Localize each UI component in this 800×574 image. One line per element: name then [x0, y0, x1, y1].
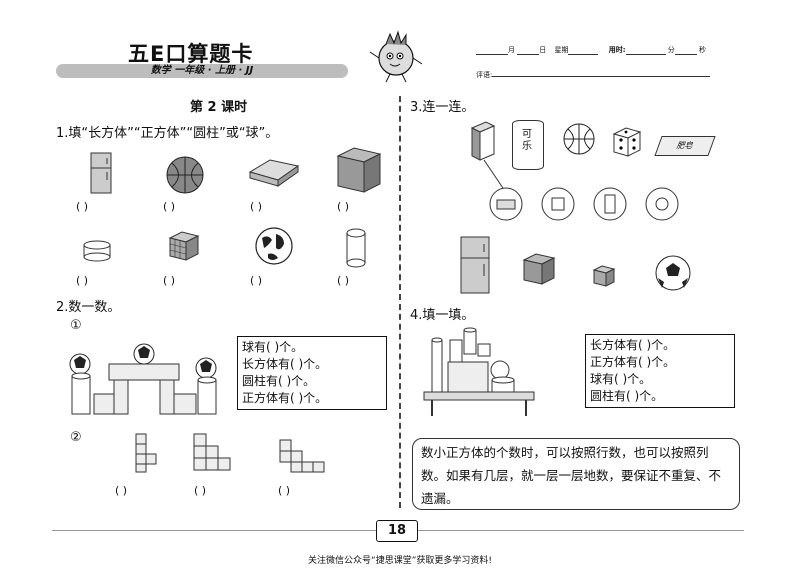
short-cylinder-icon [83, 240, 111, 262]
soap-icon: 肥皂 [654, 136, 716, 156]
table-objects-icon [423, 327, 535, 416]
q1-blank-1[interactable]: ( ) [76, 200, 89, 213]
cube-stack-b-icon [193, 433, 231, 471]
q1-blank-3[interactable]: ( ) [250, 200, 263, 213]
q1-blank-7[interactable]: ( ) [250, 274, 263, 287]
tall-cylinder-icon [346, 228, 366, 268]
fridge-icon [90, 152, 112, 194]
date-time-row: 月 日 星期 用时: 分 秒 [476, 45, 706, 55]
globe-icon [255, 227, 293, 265]
shape-circles [489, 187, 679, 221]
cube-stack-a-icon [135, 433, 157, 473]
subject-grade-bar: 数学 一年级 · 上册 · JJ [56, 64, 348, 78]
q2-cuboid-count[interactable]: 长方体有( )个。 [242, 357, 328, 371]
q4-title: 4.填一填。 [410, 308, 475, 323]
q2-sub1-label: ① [70, 318, 82, 333]
q1-title: 1.填“长方体”“正方体”“圆柱”或“球”。 [56, 126, 279, 141]
q4-cube-count[interactable]: 正方体有( )个。 [590, 355, 676, 369]
lesson-title: 第 2 课时 [190, 100, 248, 115]
basketball-icon [166, 156, 204, 194]
q2-blank-3[interactable]: ( ) [278, 484, 291, 497]
book-icon [470, 121, 496, 161]
flat-box-icon [248, 159, 300, 187]
q1-blank-2[interactable]: ( ) [163, 200, 176, 213]
q2-blank-2[interactable]: ( ) [194, 484, 207, 497]
cube-box-icon [336, 147, 382, 193]
comment-row: 评语: [476, 70, 711, 80]
weekday-label: 星期 [554, 46, 569, 54]
q3-title: 3.连一连。 [410, 100, 475, 115]
comment-label: 评语: [476, 71, 493, 79]
minute-label: 分 [667, 46, 675, 54]
mascot-icon [369, 30, 423, 83]
q2-blank-1[interactable]: ( ) [115, 484, 128, 497]
rubiks-cube-icon [168, 231, 200, 261]
q2-title: 2.数一数。 [56, 300, 121, 315]
q2-cylinder-count[interactable]: 圆柱有( )个。 [242, 374, 316, 388]
q3-ball-icon [563, 123, 595, 155]
q1-blank-6[interactable]: ( ) [163, 274, 176, 287]
brand-title: 五E口算题卡 [128, 42, 254, 66]
soap-label: 肥皂 [675, 141, 695, 150]
q1-blank-4[interactable]: ( ) [337, 200, 350, 213]
month-label: 月 [508, 46, 515, 54]
second-label: 秒 [698, 46, 706, 54]
q2-sub2-label: ② [70, 430, 82, 445]
day-label: 日 [539, 46, 547, 54]
q4-cuboid-count[interactable]: 长方体有( )个。 [590, 338, 676, 352]
soccer-ball-icon [655, 255, 691, 291]
q3-rubiks-cube-icon [592, 265, 616, 287]
time-label: 用时: [608, 46, 626, 54]
dice-icon [612, 127, 642, 157]
q2-count-box: 球有( )个。 长方体有( )个。 圆柱有( )个。 正方体有( )个。 [237, 336, 387, 410]
q4-count-box: 长方体有( )个。 正方体有( )个。 球有( )个。 圆柱有( )个。 [585, 334, 735, 408]
cola-can-icon: 可乐 [512, 120, 544, 170]
q3-cube-box-icon [522, 253, 556, 285]
q2-cube-count[interactable]: 正方体有( )个。 [242, 391, 328, 405]
q1-blank-8[interactable]: ( ) [337, 274, 350, 287]
q2-ball-count[interactable]: 球有( )个。 [242, 340, 304, 354]
cola-can-label: 可乐 [522, 129, 532, 152]
q4-cylinder-count[interactable]: 圆柱有( )个。 [590, 389, 664, 403]
tip-box: 数小正方体的个数时，可以按照行数，也可以按照列数。如果有几层，就一层一层地数，要… [412, 438, 740, 510]
page-number: 18 [376, 520, 418, 542]
q1-blank-5[interactable]: ( ) [76, 274, 89, 287]
cube-stack-c-icon [279, 439, 325, 473]
q3-fridge-icon [460, 236, 490, 294]
column-divider [399, 96, 401, 508]
footer-text: 关注微信公众号“捷思课堂”获取更多学习资料! [308, 556, 492, 566]
shape-construction-icon [69, 343, 217, 415]
q4-ball-count[interactable]: 球有( )个。 [590, 372, 652, 386]
